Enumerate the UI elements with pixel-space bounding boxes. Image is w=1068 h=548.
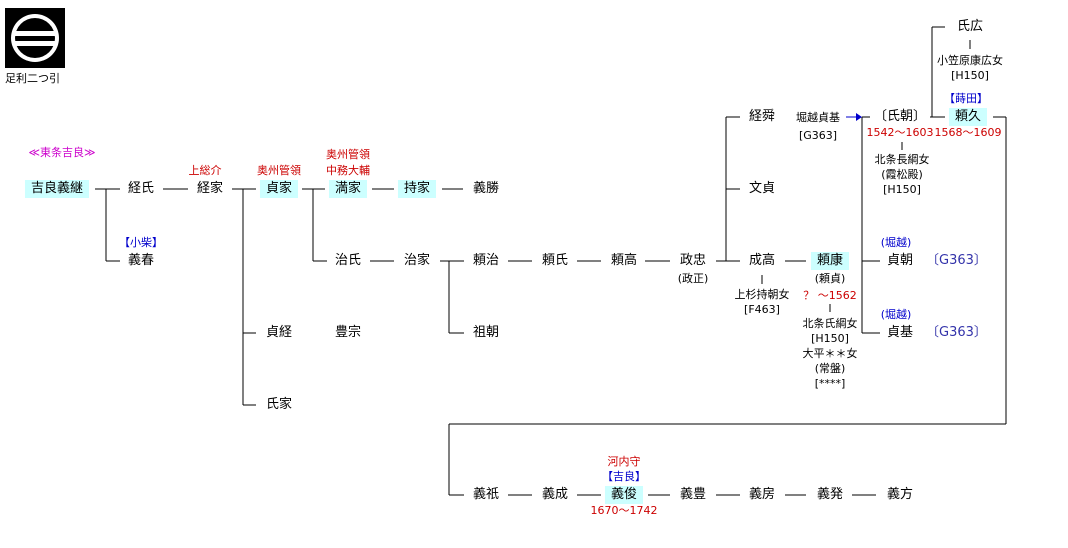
title-tokita: 【蒔田】 xyxy=(944,92,988,105)
person-masatada: 政忠 xyxy=(679,253,707,268)
ref-g363-sadatomo: 〔G363〕 xyxy=(926,253,987,268)
person-tsuneuji: 経氏 xyxy=(127,181,155,196)
ref-g363-sadamoto: 〔G363〕 xyxy=(926,325,987,340)
note-h150-c: [H150] xyxy=(811,332,849,345)
person-sadamoto: 貞基 xyxy=(886,325,914,340)
person-yoshifusa: 義房 xyxy=(748,487,776,502)
note-ogasawara: 小笠原康広女 [H150] xyxy=(937,53,1003,83)
person-ujihiro: 氏広 xyxy=(956,19,984,34)
person-mitsuie: 満家 xyxy=(328,180,368,198)
date-ujitomo: 1542～1603 xyxy=(866,126,934,139)
person-mochiie: 持家 xyxy=(397,180,437,198)
person-yoriyasu-alt: (頼貞) xyxy=(814,272,846,285)
person-tsuneie: 経家 xyxy=(196,181,224,196)
person-yoriyasu: 頼康 xyxy=(810,252,850,270)
note-hojo-naganuna: 北条長綱女 (霞松殿) [H150] xyxy=(875,152,930,197)
title-kira: 【吉良】 xyxy=(602,470,646,483)
person-sadatomo: 貞朝 xyxy=(886,253,914,268)
note-ogasawara-name: 小笠原康広女 xyxy=(937,54,1003,67)
note-h150-a: [H150] xyxy=(951,69,989,82)
note-uesugi: 上杉持朝女 [F463] xyxy=(735,287,790,317)
person-yoshikata: 義方 xyxy=(886,487,914,502)
note-hojo-ujitsuna-name: 北条氏綱女 xyxy=(802,317,858,330)
person-bunsada: 文貞 xyxy=(748,181,776,196)
person-yoritaka: 頼高 xyxy=(610,253,638,268)
person-toyomune: 豊宗 xyxy=(334,325,362,340)
person-yoshitsugu: 吉良義継 xyxy=(24,180,90,198)
note-kasumatsu: (霞松殿) xyxy=(881,168,923,181)
note-hojo-naganuna-name: 北条長綱女 xyxy=(874,153,930,166)
note-horikoshi-sadamoto-name: 堀越貞基 xyxy=(796,111,840,124)
title-kawachi: 河内守 xyxy=(607,455,641,468)
note-g363-a: [G363] xyxy=(798,129,838,142)
person-yoshinari: 義成 xyxy=(541,487,569,502)
title-oshu-kanrei: 奥州管領 xyxy=(257,164,301,177)
crest-label: 足利二つ引 xyxy=(5,72,60,85)
person-yoriuji: 頼氏 xyxy=(541,253,569,268)
person-yoriharu: 頼治 xyxy=(472,253,500,268)
note-stars: [****] xyxy=(814,377,846,390)
person-yoshiharu: 義春 xyxy=(127,253,155,268)
note-hojo-ujitsuna: 北条氏綱女 [H150] 大平＊＊女 (常盤) [****] xyxy=(803,316,858,391)
title-kazusa: 上総介 xyxy=(188,164,222,177)
note-horikoshi-sadamoto: 堀越貞基 [G363] xyxy=(796,110,840,143)
person-yoshiaki: 義発 xyxy=(816,487,844,502)
person-yoshitoyo: 義豊 xyxy=(679,487,707,502)
date-yorihisa: 1568～1609 xyxy=(934,126,1002,139)
person-haruie: 治家 xyxy=(403,253,431,268)
title-nakatsukasa: 中務大輔 xyxy=(326,164,370,177)
person-sadaie: 貞家 xyxy=(259,180,299,198)
person-masatada-alt: (政正) xyxy=(677,272,709,285)
person-keishun: 経舜 xyxy=(748,109,776,124)
date-yoshitoshi: 1670～1742 xyxy=(590,504,658,517)
person-yoshimasa: 義祇 xyxy=(472,487,500,502)
person-yoshitoshi: 義俊 xyxy=(604,486,644,504)
note-f463: [F463] xyxy=(744,303,780,316)
note-h150-b: [H150] xyxy=(883,183,921,196)
note-tokiwa: (常盤) xyxy=(814,362,846,375)
person-yoshikatsu: 義勝 xyxy=(472,181,500,196)
title-horikoshi-2: (堀越) xyxy=(880,308,912,321)
title-oshu-kanrei-2: 奥州管領 xyxy=(326,148,370,161)
person-sotomo: 祖朝 xyxy=(472,325,500,340)
person-yorihisa: 頼久 xyxy=(948,108,988,126)
person-naritaka: 成高 xyxy=(748,253,776,268)
title-koshiba: 【小柴】 xyxy=(119,236,163,249)
family-crest-icon xyxy=(5,8,65,68)
note-ohira: 大平＊＊女 xyxy=(802,347,858,360)
date-yoriyasu: ？ ～1562 xyxy=(803,289,857,302)
person-ujitomo: 〔氏朝〕 xyxy=(873,109,927,124)
person-ujiie: 氏家 xyxy=(265,397,293,412)
person-sadatsune: 貞経 xyxy=(265,325,293,340)
note-uesugi-name: 上杉持朝女 xyxy=(734,288,790,301)
title-higashijo-kira: ≪東条吉良≫ xyxy=(28,146,96,159)
person-haruuji: 治氏 xyxy=(334,253,362,268)
title-horikoshi-1: (堀越) xyxy=(880,236,912,249)
